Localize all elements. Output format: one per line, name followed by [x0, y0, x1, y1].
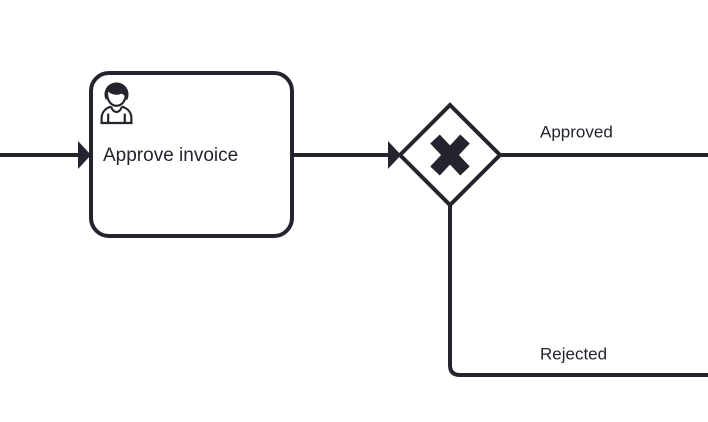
sequence-flow-incoming[interactable]	[0, 141, 91, 169]
task-approve-invoice[interactable]: Approve invoice	[89, 71, 294, 238]
sequence-flow-task-to-gateway[interactable]	[292, 141, 401, 169]
sequence-flow-approved-label: Approved	[540, 122, 613, 141]
sequence-flow-rejected-label: Rejected	[540, 344, 607, 363]
user-icon-face	[105, 92, 128, 107]
user-icon-hair	[104, 82, 129, 101]
task-background	[91, 73, 292, 236]
sequence-flow-approved[interactable]: Approved	[500, 122, 708, 157]
arrowhead-icon	[388, 141, 401, 169]
exclusive-gateway-x-icon	[430, 134, 470, 176]
user-task-icon	[100, 82, 133, 125]
gateway-exclusive[interactable]	[397, 102, 503, 208]
user-icon-torso	[100, 105, 133, 125]
user-icon-collar	[109, 106, 124, 114]
sequence-flow-rejected[interactable]: Rejected	[448, 205, 708, 377]
task-label: Approve invoice	[103, 145, 238, 166]
arrowhead-icon	[78, 141, 91, 169]
sequence-flow-rejected-line	[448, 205, 708, 377]
